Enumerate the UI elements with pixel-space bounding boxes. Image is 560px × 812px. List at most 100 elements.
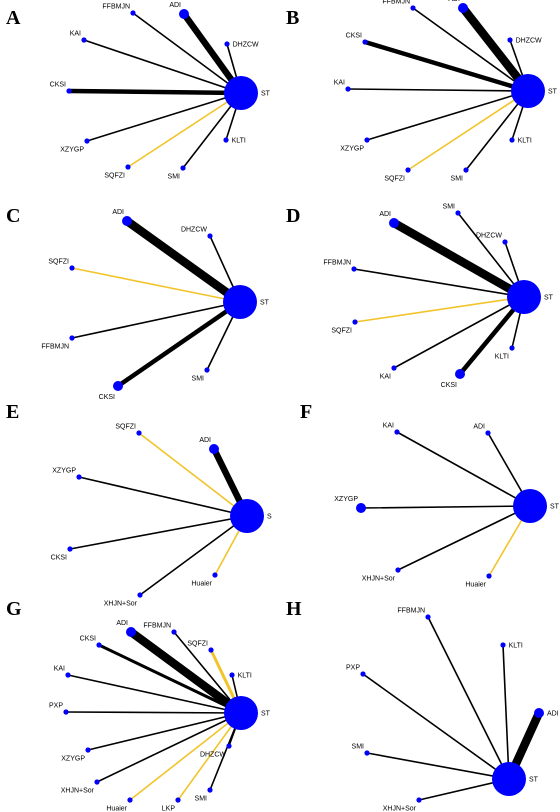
panel-g-node-label-dhzcw: DHZCW [200,752,226,759]
panel-f-letter: F [300,401,312,423]
panel-h-node-st [492,762,526,796]
panel-f-node-label-adi: ADI [473,423,485,430]
panel-b-edge-st-sqfzi [407,90,529,171]
panel-e-node-label-xzygp: XZYGP [52,467,76,474]
panel-h-node-label-smi: SMI [352,743,365,750]
panel-b-node-label-klti: KLTI [518,138,532,145]
panel-b-node-smi [463,167,469,173]
panel-a-node-label-kai: KAI [70,30,81,37]
panel-g-edge-st-xhjn-sor [96,712,242,783]
panel-e-node-label-adi: ADI [199,437,211,444]
panel-b-node-adi [458,3,468,13]
panel-g-node-label-xzygp: XZYGP [61,756,85,763]
panel-d-node-label-cksi: CKSI [441,382,457,389]
panel-d-edge-st-sqfzi [354,296,525,323]
panel-d-node-label-sqfzi: SQFZI [331,328,352,335]
panel-b-node-label-st: ST [548,89,558,96]
panel-e-node-label-xhjn-sor: XHJN+Sor [104,601,138,608]
panel-b-node-kai [345,86,351,92]
panel-d-node-label-ffbmjn: FFBMJN [323,259,351,266]
panel-d-node-label-adi: ADI [379,211,391,218]
panel-d-edge-st-adi [389,218,529,302]
panel-a-node-sqfzi [125,164,131,170]
panel-a-node-ffbmjn [130,10,136,16]
panel-a-node-label-smi: SMI [168,174,181,181]
panel-a-node-label-xzygp: XZYGP [60,147,84,154]
panel-d-node-label-dhzcw: DHZCW [476,232,502,239]
panel-g-node-dhzcw [226,743,232,749]
panel-a-node-label-st: ST [261,91,271,98]
panel-f-edge-st-kai [396,431,531,507]
panel-b-node-sqfzi [405,167,411,173]
panel-a-edge-st-sqfzi [127,92,242,168]
panel-e-node-huaier [212,572,218,578]
panel-a-edge-st-kai [83,39,242,94]
panel-b-node-klti [509,137,515,143]
panel-c-node-label-dhzcw: DHZCW [181,226,207,233]
panel-f-node-st [513,489,547,523]
panel-g-node-label-sqfzi: SQFZI [187,640,208,647]
panel-d-node-cksi [455,369,465,379]
panel-h-node-ffbmjn [425,614,431,620]
panel-c-edges [71,216,245,389]
panel-b-node-xzygp [364,137,370,143]
panel-a-letter: A [6,7,21,29]
panel-a-node-dhzcw [224,41,230,47]
panel-b-nodes: STADIFFBMJNDHZCWCKSIKAIXZYGPSQFZISMIKLTI [334,0,558,183]
panel-g-edges [65,627,246,801]
panel-h-edge-st-pxp [362,673,510,780]
panel-g-letter: G [6,598,22,620]
panel-c-node-label-sqfzi: SQFZI [48,258,69,265]
panel-d-node-dhzcw [502,239,508,245]
panel-b-node-label-kai: KAI [334,79,345,86]
panel-b-edge-st-xzygp [366,90,529,141]
panel-g-node-label-lkp: LKP [162,806,176,812]
panel-b-edge-st-adi [458,3,533,96]
panel-g-edge-st-kai [67,674,242,714]
panel-d-letter: D [286,205,300,227]
panel-d-node-sqfzi [352,319,358,325]
panel-g-node-label-klti: KLTI [238,673,252,680]
panel-b-node-label-sqfzi: SQFZI [384,176,405,183]
panel-d-node-label-klti: KLTI [495,354,509,361]
panel-b-node-st [511,74,545,108]
panel-e-node-label-huaier: Huaier [191,581,212,588]
panel-f-node-kai [394,429,400,435]
panel-b-node-label-dhzcw: DHZCW [516,38,542,45]
panel-g-edge-st-pxp [65,711,242,714]
panel-b-edge-st-kai [347,88,529,92]
panel-h-edge-st-klti [502,644,510,780]
panel-c-node-st [223,285,257,319]
panel-d-edge-st-smi [457,212,525,298]
panel-b-node-label-adi: ADI [448,0,460,3]
panel-e-node-xhjn-sor [137,592,143,598]
panel-b-node-cksi [362,39,368,45]
panel-g-node-sqfzi [208,647,214,653]
panel-b-node-dhzcw [507,37,513,43]
panel-d-edge-st-ffbmjn [353,268,525,298]
panel-c-node-label-st: ST [260,300,270,307]
panel-a-node-kai [81,37,87,43]
panel-g-edge-st-ffbmjn [173,631,242,714]
panel-a-node-label-sqfzi: SQFZI [104,173,125,180]
panel-a-node-smi [180,165,186,171]
panel-e-node-s [230,499,264,533]
panel-c-node-smi [204,367,210,373]
panel-b-edge-st-cksi [362,39,531,94]
panel-h-node-xhjn-sor [416,797,422,803]
panel-a-node-label-ffbmjn: FFBMJN [102,3,130,10]
panel-e-node-label-sqfzi: SQFZI [115,423,136,430]
panel-g-node-lkp [175,797,181,803]
panel-b-edges [347,3,533,171]
panel-e-node-label-s: S [267,514,272,521]
panel-d-node-label-kai: KAI [380,374,391,381]
panel-d-node-label-st: ST [544,295,554,302]
panel-g-node-label-ffbmjn: FFBMJN [143,622,171,629]
panel-g-node-ffbmjn [171,629,177,635]
panel-g-node-label-adi: ADI [116,620,128,627]
panel-f-node-label-xzygp: XZYGP [334,496,358,503]
